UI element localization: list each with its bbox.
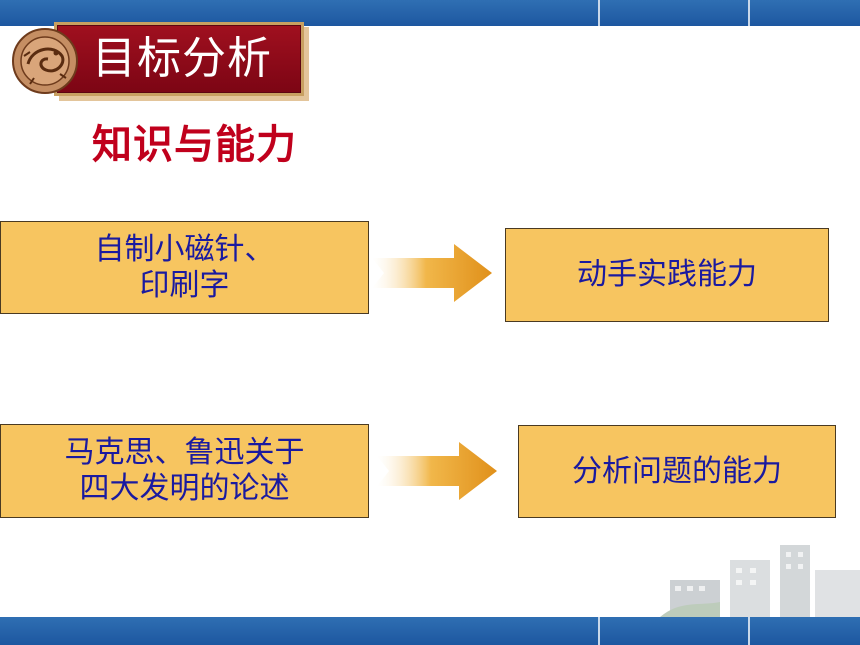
right-arrow-icon xyxy=(377,442,497,500)
top-banner-bar xyxy=(0,0,860,26)
dragon-emblem-icon xyxy=(12,28,78,94)
right-arrow-icon xyxy=(372,244,492,302)
bottom-bar-divider xyxy=(748,617,750,645)
bottom-banner-bar xyxy=(0,617,860,645)
target-box-1: 动手实践能力 xyxy=(505,228,829,322)
top-bar-divider xyxy=(598,0,600,26)
campus-building-decoration xyxy=(660,545,860,617)
top-bar-divider xyxy=(748,0,750,26)
section-subtitle: 知识与能力 xyxy=(92,122,297,168)
source-box-1: 自制小磁针、 印刷字 xyxy=(0,221,369,314)
title-block: 目标分析 xyxy=(10,12,310,98)
slide-title: 目标分析 xyxy=(92,33,272,84)
target-box-2: 分析问题的能力 xyxy=(518,425,836,518)
title-plate xyxy=(54,22,304,96)
bottom-bar-divider xyxy=(598,617,600,645)
source-box-2: 马克思、鲁迅关于 四大发明的论述 xyxy=(0,424,369,518)
